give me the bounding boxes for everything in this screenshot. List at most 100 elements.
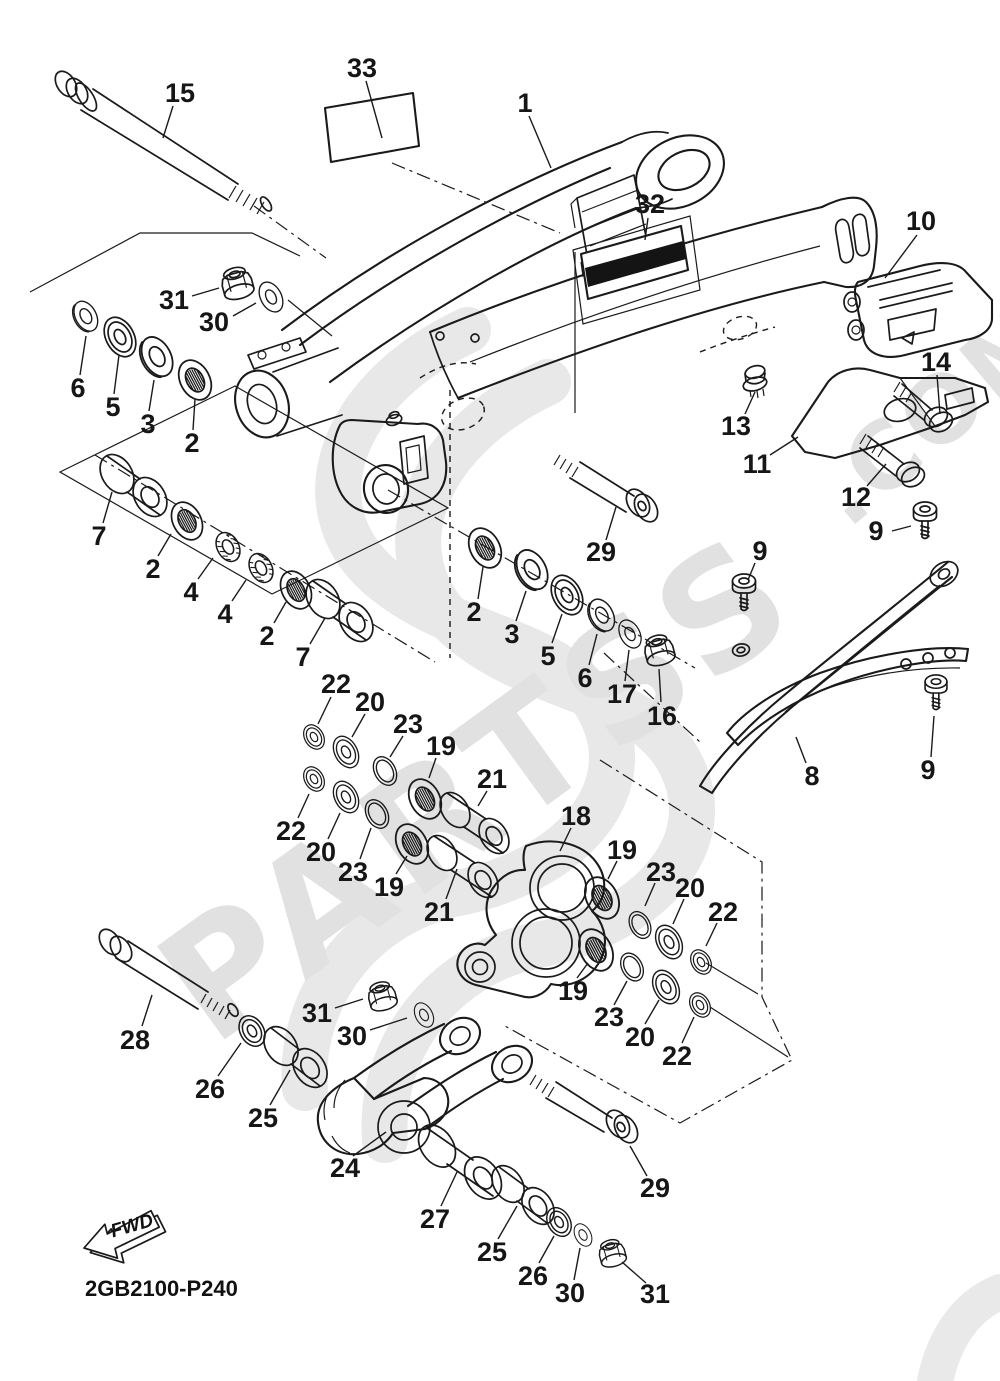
swingarm-art [234,130,878,514]
leader-line [162,105,174,139]
part-number-label: 20 [625,1022,655,1052]
seal-20-glyph [646,964,686,1010]
leader-line [217,1042,242,1077]
leader-line [936,374,941,415]
ring-6-glyph [67,296,104,337]
part-number-label: 23 [338,857,368,887]
bolt-29-art [553,454,659,523]
leader-line [644,999,660,1025]
part-number-label: 17 [607,679,637,709]
connecting-rod-art [316,1016,534,1156]
callout-layer: 1533132103130653214131112929724427235617… [70,53,951,1309]
bushing-25-art [491,1164,555,1226]
part-number-label: 2 [184,428,199,458]
part-number-label: 30 [555,1278,585,1308]
part-number-label: 2 [259,621,274,651]
leader-line [232,302,257,317]
label-plate-32 [579,224,690,301]
collar-7-art [305,578,374,643]
fwd-arrow: FWD [83,1209,167,1264]
screw-9-washer [731,643,751,657]
part-number-label: 2 [466,597,481,627]
part-number-label: 19 [558,976,588,1006]
leader-line [747,562,756,581]
part-number-label: 18 [561,801,591,831]
leader-line [607,860,618,880]
leader-line [613,980,628,1006]
nut-31-glyph [364,978,400,1015]
leader-line [605,506,617,541]
leader-line [102,491,113,524]
part-number-label: 22 [708,897,738,927]
part-number-label: 5 [540,641,555,671]
bearing-2-glyph [164,495,210,547]
part-number-label: 15 [165,78,195,108]
leader-line [528,115,552,169]
leader-line [744,391,756,415]
part-number-label: 30 [337,1021,367,1051]
ring-3-glyph [507,543,555,597]
bushing-25-art [263,1025,328,1089]
bolt-13-art [742,364,768,399]
part-number-label: 33 [347,53,377,83]
leader-line [395,855,408,875]
leader-line [445,868,458,900]
leader-line [269,1069,291,1106]
collar-7-art [99,453,168,518]
leader-line [658,668,662,703]
part-number-label: 14 [921,347,951,377]
bolt-14-art [893,381,954,433]
leader-line [352,1131,387,1157]
part-number-label: 8 [804,761,819,791]
leader-line [644,882,656,907]
collar-27-art [417,1124,503,1200]
part-number-label: 2 [145,554,160,584]
part-number-label: 9 [920,755,935,785]
leader-line [769,436,799,456]
chain-guide-bracket-art [843,262,994,358]
part-number-label: 26 [518,1261,548,1291]
leader-line [334,998,364,1009]
part-number-label: 7 [91,521,106,551]
leader-line [141,994,153,1027]
leader-line [317,696,332,725]
leader-line [672,898,685,925]
leader-line [705,922,718,947]
part-number-label: 9 [752,536,767,566]
part-number-label: 20 [355,687,385,717]
leader-line [197,557,214,580]
seal-20-glyph [649,919,689,965]
leader-line [428,757,437,779]
part-number-label: 7 [295,642,310,672]
part-number-label: 23 [594,1002,624,1032]
part-number-label: 3 [140,409,155,439]
part-number-label: 26 [195,1074,225,1104]
leader-line [113,354,120,395]
leader-line [327,812,341,840]
part-number-label: 5 [105,392,120,422]
leader-line [497,1205,518,1240]
part-number-label: 3 [504,619,519,649]
seal-22-glyph [298,720,330,754]
ring-3-glyph [132,330,180,384]
part-number-label: 4 [183,577,198,607]
leader-line [930,715,935,758]
leader-line [440,1171,458,1207]
part-number-label: 25 [248,1103,278,1133]
part-number-label: 24 [330,1153,360,1183]
part-number-label: 22 [321,669,351,699]
leader-line [559,827,572,852]
leader-line [588,633,598,666]
part-number-label: 22 [276,816,306,846]
part-number-label: 31 [159,285,189,315]
part-number-label: 28 [120,1025,150,1055]
screw-9-glyph [912,501,938,540]
part-number-label: 23 [393,709,423,739]
leader-line [389,735,404,758]
leader-line [477,790,488,807]
bearing-2-glyph [461,521,509,575]
bolt-28-art [98,928,239,1020]
screw-9-glyph [924,674,948,711]
